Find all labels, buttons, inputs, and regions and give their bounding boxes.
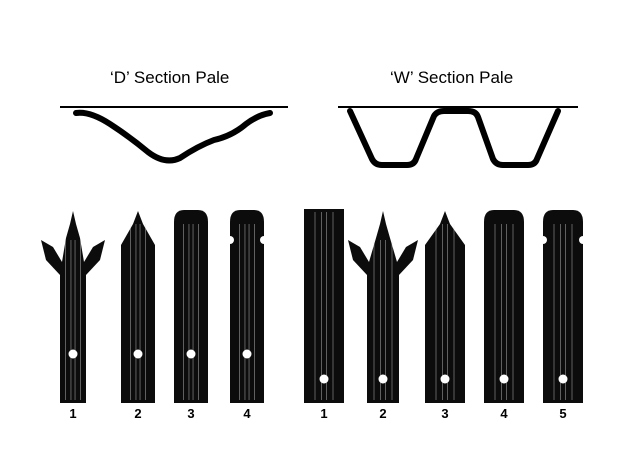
w-pale-number-3: 3 — [441, 406, 449, 421]
w-pale-number-5: 5 — [559, 406, 567, 421]
d-pale-2-body — [121, 211, 155, 403]
d-pale-number-4: 4 — [243, 406, 251, 421]
w-pale-4 — [484, 210, 524, 403]
w-pale-2 — [348, 211, 418, 403]
d-pale-3 — [174, 210, 208, 403]
d-pale-1-body — [41, 211, 105, 403]
w-pale-2-body — [348, 211, 418, 403]
d-pale-4-notch — [260, 236, 268, 244]
w-pale-5-hole — [558, 374, 568, 384]
w-pale-1-hole — [319, 374, 329, 384]
w-pale-number-1: 1 — [320, 406, 328, 421]
w-pale-1 — [304, 209, 344, 403]
w-pale-3-body — [425, 211, 465, 403]
w-pale-5-notch — [539, 236, 547, 244]
w-pale-3 — [425, 211, 465, 403]
d-pale-number-2: 2 — [134, 406, 142, 421]
w-pale-number-4: 4 — [500, 406, 508, 421]
d-pale-number-3: 3 — [187, 406, 195, 421]
d-pale-4-body — [230, 210, 264, 403]
d-pale-3-body — [174, 210, 208, 403]
d-pale-2 — [121, 211, 155, 403]
w-pale-5-body — [543, 210, 583, 403]
d-pale-1-hole — [68, 349, 78, 359]
d-pale-4-notch — [226, 236, 234, 244]
w-pale-1-body — [304, 209, 344, 403]
w-section-title: ‘W’ Section Pale — [390, 68, 514, 87]
w-pale-number-2: 2 — [379, 406, 387, 421]
w-pale-3-hole — [440, 374, 450, 384]
w-pale-2-hole — [378, 374, 388, 384]
w-section-profile — [338, 106, 578, 168]
d-pale-4-hole — [242, 349, 252, 359]
w-pale-5 — [539, 210, 587, 403]
w-pale-4-body — [484, 210, 524, 403]
d-pale-1 — [41, 211, 105, 403]
d-section-title: ‘D’ Section Pale — [110, 68, 230, 87]
d-pale-number-1: 1 — [69, 406, 77, 421]
d-pale-2-hole — [133, 349, 143, 359]
d-section-profile — [60, 106, 288, 164]
d-pale-4 — [226, 210, 268, 403]
w-pale-4-hole — [499, 374, 509, 384]
d-pale-3-hole — [186, 349, 196, 359]
w-pale-5-notch — [579, 236, 587, 244]
